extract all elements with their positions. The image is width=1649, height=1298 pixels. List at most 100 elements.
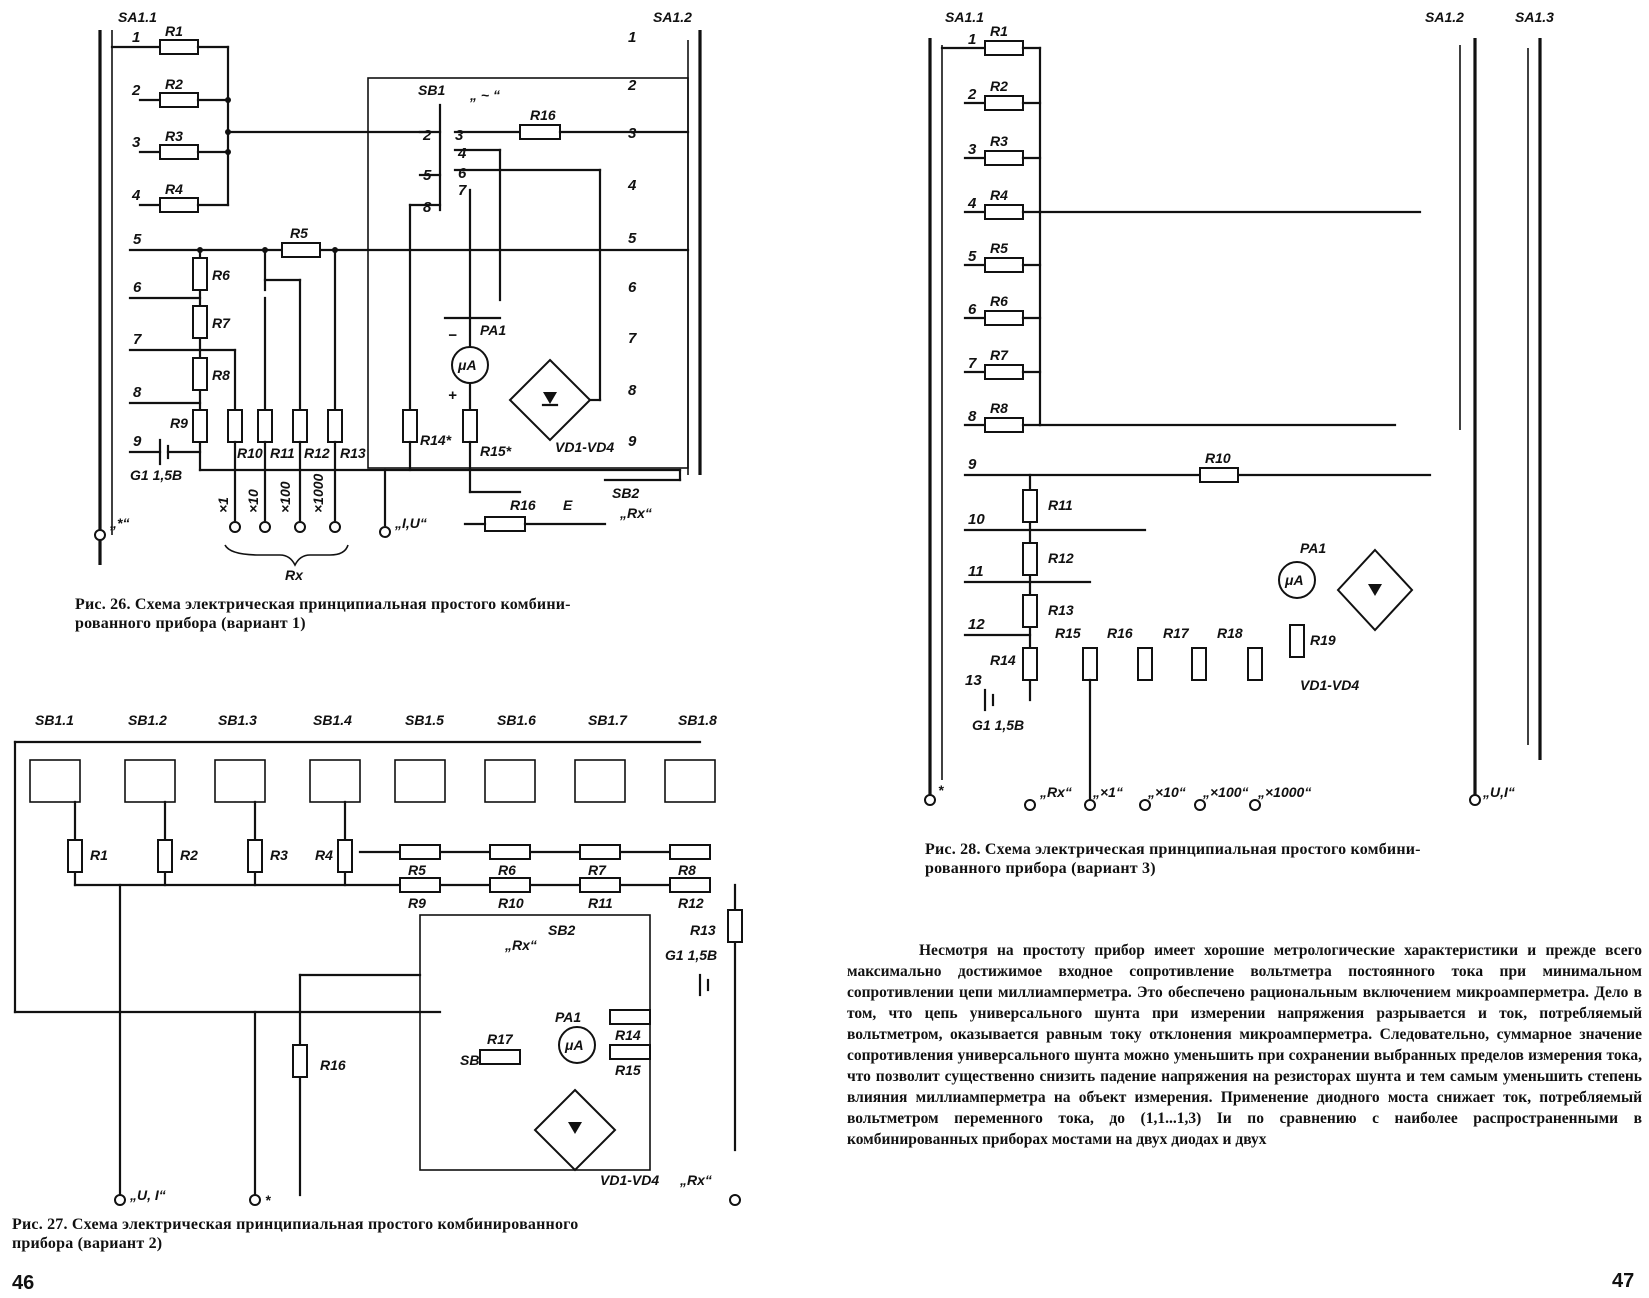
fig28-caption: Рис. 28. Схема электрическая принципиаль… [925, 840, 1421, 878]
f28-p7: 7 [968, 355, 977, 372]
pos-5: 5 [133, 231, 142, 248]
f27-r5: R5 [408, 862, 426, 878]
svg-text:2: 2 [422, 127, 432, 144]
f27-bridge: VD1-VD4 [600, 1172, 659, 1188]
r10-label: R10 [237, 445, 263, 461]
f28-r11: R11 [1048, 497, 1073, 513]
svg-text:7: 7 [628, 330, 637, 347]
fig28-caption-line1: Рис. 28. Схема электрическая принципиаль… [925, 841, 1421, 858]
svg-text:5: 5 [628, 230, 637, 247]
f27-r10: R10 [498, 895, 524, 911]
fig26-meter-symbol: μA [457, 357, 477, 373]
f28-r6: R6 [990, 293, 1008, 309]
f27-sb2: SB2 [548, 922, 575, 938]
fig26-rx-label: „Rx“ [619, 505, 652, 521]
r5-label: R5 [290, 225, 308, 241]
f28-r4: R4 [990, 187, 1008, 203]
f28-r2: R2 [990, 78, 1008, 94]
f28-sa12: SA1.2 [1425, 9, 1464, 25]
f28-r19: R19 [1310, 632, 1336, 648]
f28-sa11: SA1.1 [945, 9, 984, 25]
svg-text:9: 9 [628, 433, 637, 450]
pos-3: 3 [132, 134, 141, 151]
f27-r11: R11 [588, 895, 613, 911]
f27-r14: R14 [615, 1027, 641, 1043]
fig27-terminals: „U, I“ * „Rx“ [114, 883, 741, 1208]
f28-r12: R12 [1048, 550, 1074, 566]
sb1-3-label: SB1.3 [218, 712, 257, 728]
svg-text:2: 2 [627, 77, 637, 94]
f28-r17: R17 [1163, 625, 1190, 641]
f28-bridge: VD1-VD4 [1300, 677, 1359, 693]
f28-r13: R13 [1048, 602, 1074, 618]
f27-r2: R2 [180, 847, 198, 863]
fig27-measure-block: SB2 „Rx“ SB3 μA PA1 R14 R15 R17 VD1-VD4 … [292, 914, 659, 1197]
f28-p10: 10 [968, 511, 985, 528]
f28-r5: R5 [990, 240, 1008, 256]
r4-label: R4 [165, 181, 183, 197]
sb1-4-label: SB1.4 [313, 712, 352, 728]
pos-7: 7 [133, 331, 142, 348]
f28-p3: 3 [968, 141, 977, 158]
f27-r13: R13 [690, 922, 716, 938]
svg-text:3: 3 [628, 125, 637, 142]
f27-rx-mark: „Rx“ [504, 937, 537, 953]
f28-ui: „U,I“ [1482, 784, 1515, 800]
r1-label: R1 [165, 23, 183, 39]
body-paragraph: Несмотря на простоту прибор имеет хороши… [847, 940, 1642, 1150]
sb1-mode: „ ~ “ [469, 87, 500, 103]
f27-star: * [265, 1192, 271, 1208]
bridge-label: VD1-VD4 [555, 439, 614, 455]
paragraph-text: Несмотря на простоту прибор имеет хороши… [847, 942, 1642, 1148]
svg-text:6: 6 [458, 165, 467, 182]
fig26-sb1-switch: SB1 „ ~ “ R14* R16 2 5 8 3 4 6 7 [367, 77, 690, 472]
range-x10: ×10 [245, 489, 261, 513]
fig26-meter: μA PA1 − + R15* VD1-VD4 R16 E SB2 „Rx“ [443, 316, 652, 532]
r15-label: R15* [480, 443, 512, 459]
svg-text:3: 3 [455, 127, 464, 144]
f28-r16: R16 [1107, 625, 1133, 641]
f28-x1: „×1“ [1092, 784, 1123, 800]
f28-p2: 2 [967, 86, 977, 103]
f27-r17: R17 [487, 1031, 514, 1047]
f28-r18: R18 [1217, 625, 1243, 641]
svg-text:+: + [448, 387, 457, 404]
e-label: E [563, 497, 573, 513]
svg-text:1: 1 [628, 29, 636, 46]
pos-4: 4 [131, 187, 141, 204]
f27-pa1: PA1 [555, 1009, 581, 1025]
sb1-label: SB1 [418, 82, 445, 98]
fig26-ui-terminal [379, 526, 391, 538]
fig27-switches: SB1.1 SB1.2 SB1.3 SB1.4 SB1.5 SB1.6 SB1.… [13, 712, 717, 1014]
r17-label: R16 [530, 107, 556, 123]
f27-r8: R8 [678, 862, 696, 878]
pos-1: 1 [132, 29, 140, 46]
fig26-divider: 5 6 7 8 9 R6 R7 R8 R9 R5 R10 R11 R12 R [128, 225, 690, 583]
f28-r3: R3 [990, 133, 1008, 149]
sa1-2-label: SA1.2 [653, 9, 692, 25]
sb1-6-label: SB1.6 [497, 712, 536, 728]
rx-label: Rx [285, 567, 304, 583]
f28-r1: R1 [990, 23, 1008, 39]
f28-p5: 5 [968, 248, 977, 265]
svg-text:7: 7 [458, 182, 467, 199]
r6-label: R6 [212, 267, 230, 283]
f28-r10: R10 [1205, 450, 1231, 466]
r11-label: R11 [270, 445, 295, 461]
f28-p11: 11 [968, 563, 984, 580]
fig26-caption: Рис. 26. Схема электрическая принципиаль… [75, 595, 571, 633]
r16-pot-label: R16 [510, 497, 536, 513]
svg-text:4: 4 [457, 145, 467, 162]
f27-r9: R9 [408, 895, 426, 911]
f28-p1: 1 [968, 31, 976, 48]
svg-text:5: 5 [423, 167, 432, 184]
f28-r15: R15 [1055, 625, 1081, 641]
f28-pa1: PA1 [1300, 540, 1326, 556]
fig28-r1-r8: R1 R2 R3 R4 R5 R6 R7 R8 1 2 3 4 5 6 7 8 [940, 23, 1422, 433]
r12-label: R12 [304, 445, 330, 461]
sb1-8-label: SB1.8 [678, 712, 717, 728]
range-x1000: ×1000 [310, 473, 326, 513]
fig26-caption-line2: рованного прибора (вариант 1) [75, 615, 306, 632]
